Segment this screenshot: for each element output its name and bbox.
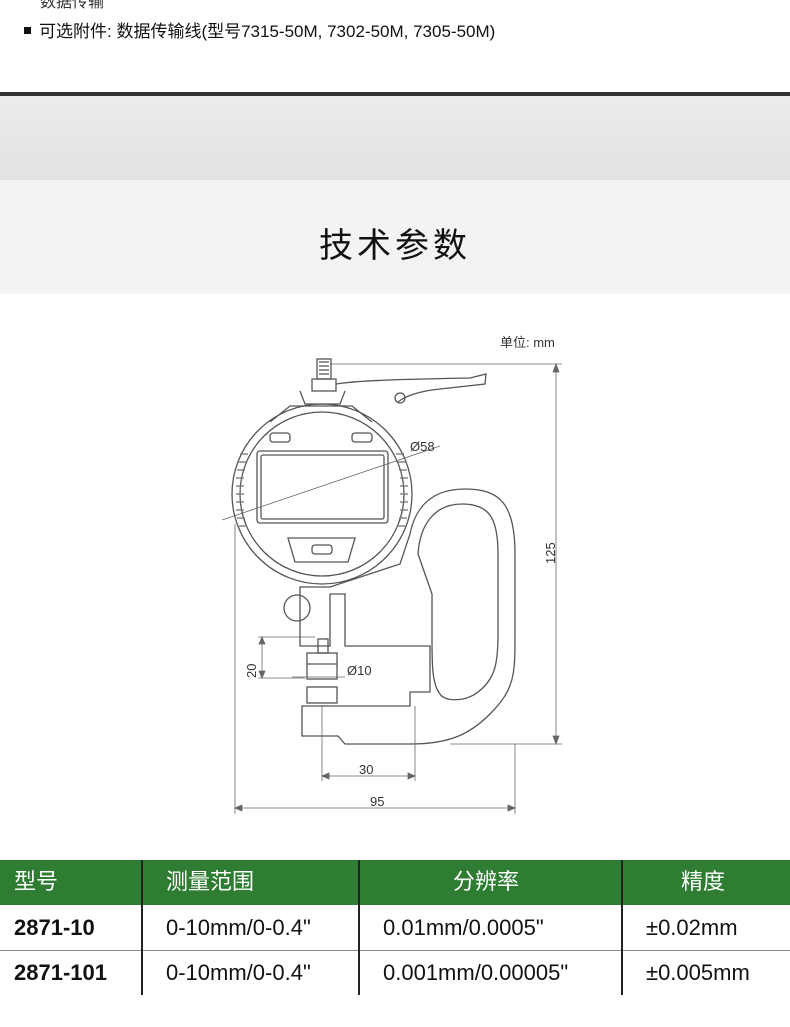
model-cell: 2871-101 xyxy=(14,960,107,985)
cut-off-text: 数据传输 xyxy=(40,0,105,11)
dimension-drawing: 单位: mm Ø58 125 20 Ø10 30 95 xyxy=(0,294,790,854)
header-accuracy: 精度 xyxy=(681,870,726,895)
accuracy-cell: ±0.02mm xyxy=(646,915,738,940)
dial-diameter-label: Ø58 xyxy=(410,439,435,454)
spec-table: 型号 测量范围 分辨率 精度 2871-10 0-10mm/0-0.4" 0.0… xyxy=(0,860,790,995)
unit-label: 单位: mm xyxy=(500,335,555,350)
header-model: 型号 xyxy=(14,870,59,895)
table-row: 2871-101 0-10mm/0-0.4" 0.001mm/0.00005" … xyxy=(0,950,790,995)
throat-label: 20 xyxy=(244,664,259,678)
optional-accessory-line: 可选附件: 数据传输线(型号7315-50M, 7302-50M, 7305-5… xyxy=(24,17,495,42)
column-divider xyxy=(621,860,623,995)
table-row: 2871-10 0-10mm/0-0.4" 0.01mm/0.0005" ±0.… xyxy=(0,905,790,950)
depth-label: 30 xyxy=(359,762,373,777)
column-divider xyxy=(358,860,360,995)
section-divider xyxy=(0,92,790,96)
header-resolution: 分辨率 xyxy=(453,870,520,895)
model-cell: 2871-10 xyxy=(14,915,95,940)
row-divider xyxy=(0,950,790,951)
section-header-band xyxy=(0,180,790,294)
accuracy-cell: ±0.005mm xyxy=(646,960,750,985)
accessory-info: 数据传输 可选附件: 数据传输线(型号7315-50M, 7302-50M, 7… xyxy=(0,0,790,90)
optional-accessory-text: 可选附件: 数据传输线(型号7315-50M, 7302-50M, 7305-5… xyxy=(39,22,496,41)
height-label: 125 xyxy=(543,542,558,564)
gray-band xyxy=(0,96,790,180)
resolution-cell: 0.001mm/0.00005" xyxy=(383,960,569,985)
range-cell: 0-10mm/0-0.4" xyxy=(166,960,311,985)
gauge-technical-drawing: 单位: mm Ø58 125 20 Ø10 30 95 xyxy=(221,335,562,814)
column-divider xyxy=(141,860,143,995)
table-header: 型号 测量范围 分辨率 精度 xyxy=(0,860,790,905)
bullet-square-icon xyxy=(24,27,31,35)
anvil-diameter-label: Ø10 xyxy=(347,663,372,678)
width-label: 95 xyxy=(370,794,384,809)
section-title: 技术参数 xyxy=(319,226,471,266)
resolution-cell: 0.01mm/0.0005" xyxy=(383,915,544,940)
header-range: 测量范围 xyxy=(166,870,255,895)
range-cell: 0-10mm/0-0.4" xyxy=(166,915,311,940)
